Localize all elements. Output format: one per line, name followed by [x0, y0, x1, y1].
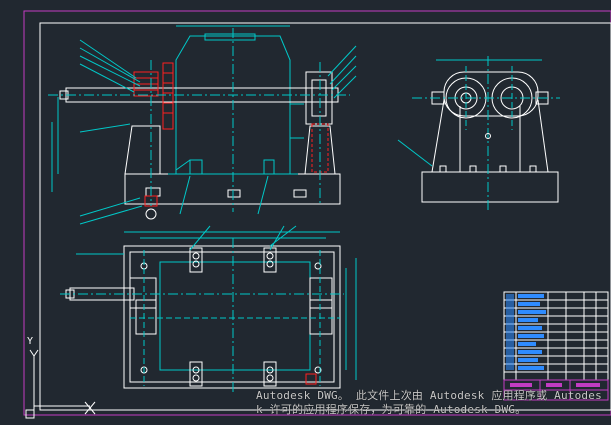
housing-top-cap	[204, 33, 256, 41]
top-block-tl	[189, 247, 203, 273]
lifting-hook	[145, 208, 157, 220]
ucs-icon	[25, 349, 96, 419]
drive-column-hatch	[162, 62, 174, 130]
side-base	[421, 171, 559, 203]
top-block-bl	[189, 361, 203, 387]
top-block-tr	[263, 247, 277, 273]
base-slot-left	[145, 187, 161, 197]
top-base-plate	[123, 245, 341, 389]
sheet-border	[23, 10, 611, 416]
drawing-frame	[39, 22, 611, 411]
top-block-br	[263, 361, 277, 387]
dwg-watermark: Autodesk DWG。 此文件上次由 Autodesk 应用程序或 Auto…	[256, 389, 602, 416]
side-view	[397, 56, 560, 210]
ucs-y-label: Y	[27, 336, 34, 347]
top-housing	[159, 261, 311, 371]
front-view	[48, 25, 357, 225]
title-block	[503, 291, 609, 401]
left-pedestal	[124, 125, 161, 175]
gear-housing	[175, 35, 291, 174]
top-view	[60, 225, 357, 392]
base-slot-mid	[227, 189, 241, 198]
base-slot-right	[293, 189, 307, 198]
